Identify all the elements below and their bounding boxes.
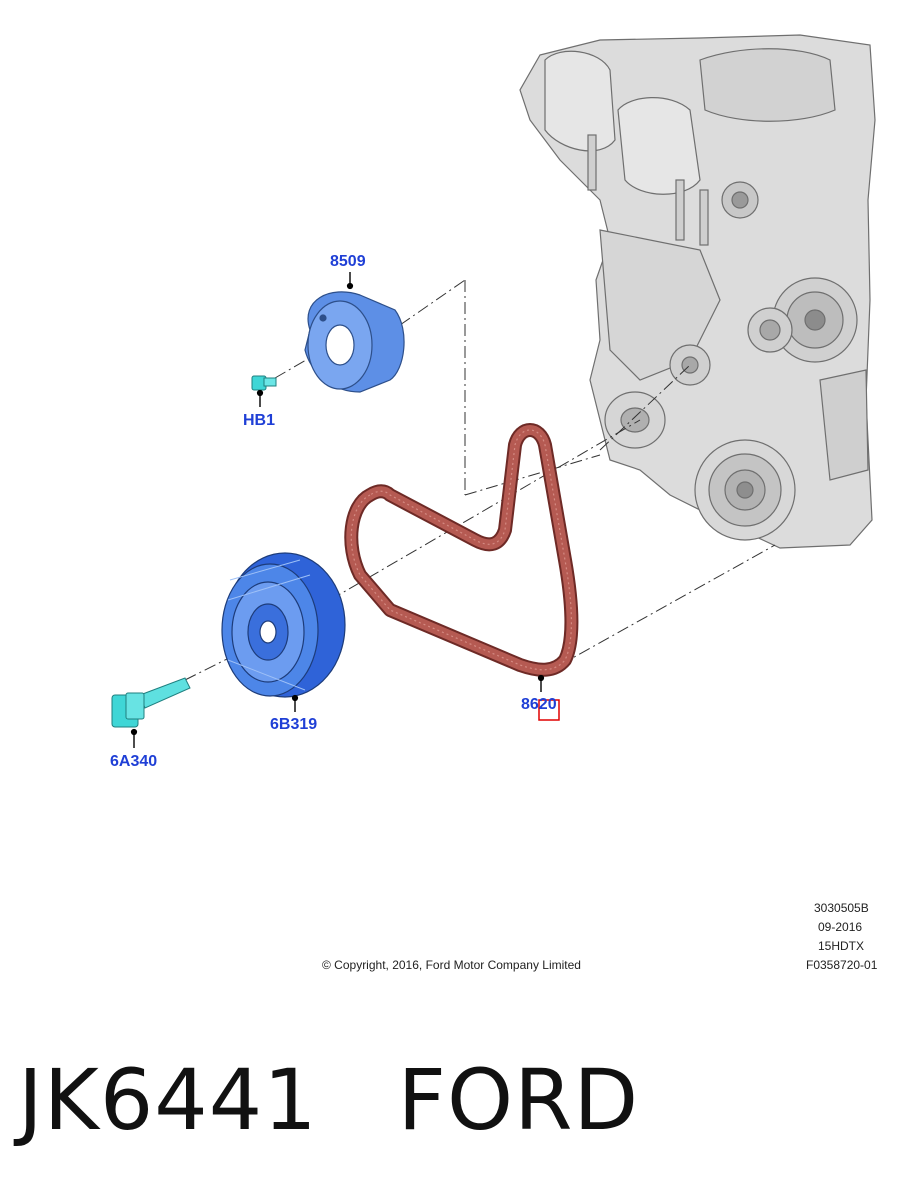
part-caption: JK6441 FORD [18,1050,898,1150]
ring-bolt-part [251,375,277,391]
crank-pulley-ring-part [304,291,405,393]
callout-drive-belt: 8620 [521,696,557,713]
reference-figure-id: F0358720-01 [806,958,878,972]
exploded-parts-diagram [111,34,876,748]
leader-lines [130,272,545,748]
engine-block [519,34,876,549]
callout-crank-bolt: 6A340 [110,753,158,770]
callout-crank-pulley-ring: 8509 [330,253,366,270]
callout-ring-bolt: HB1 [243,412,276,429]
reference-date: 09-2016 [818,920,863,934]
part-number: JK6441 [18,1051,318,1149]
alignment-lines [184,279,776,681]
reference-model: 15HDTX [818,939,865,953]
highlight-box [538,699,560,721]
reference-code: 3030505B [814,901,869,915]
copyright-text: © Copyright, 2016, Ford Motor Company Li… [322,958,581,972]
callout-crank-pulley: 6B319 [270,716,318,733]
crank-bolt-part [111,677,191,728]
crank-pulley-part [221,552,346,698]
brand-name: FORD [397,1051,640,1149]
drive-belt-part [344,423,579,677]
